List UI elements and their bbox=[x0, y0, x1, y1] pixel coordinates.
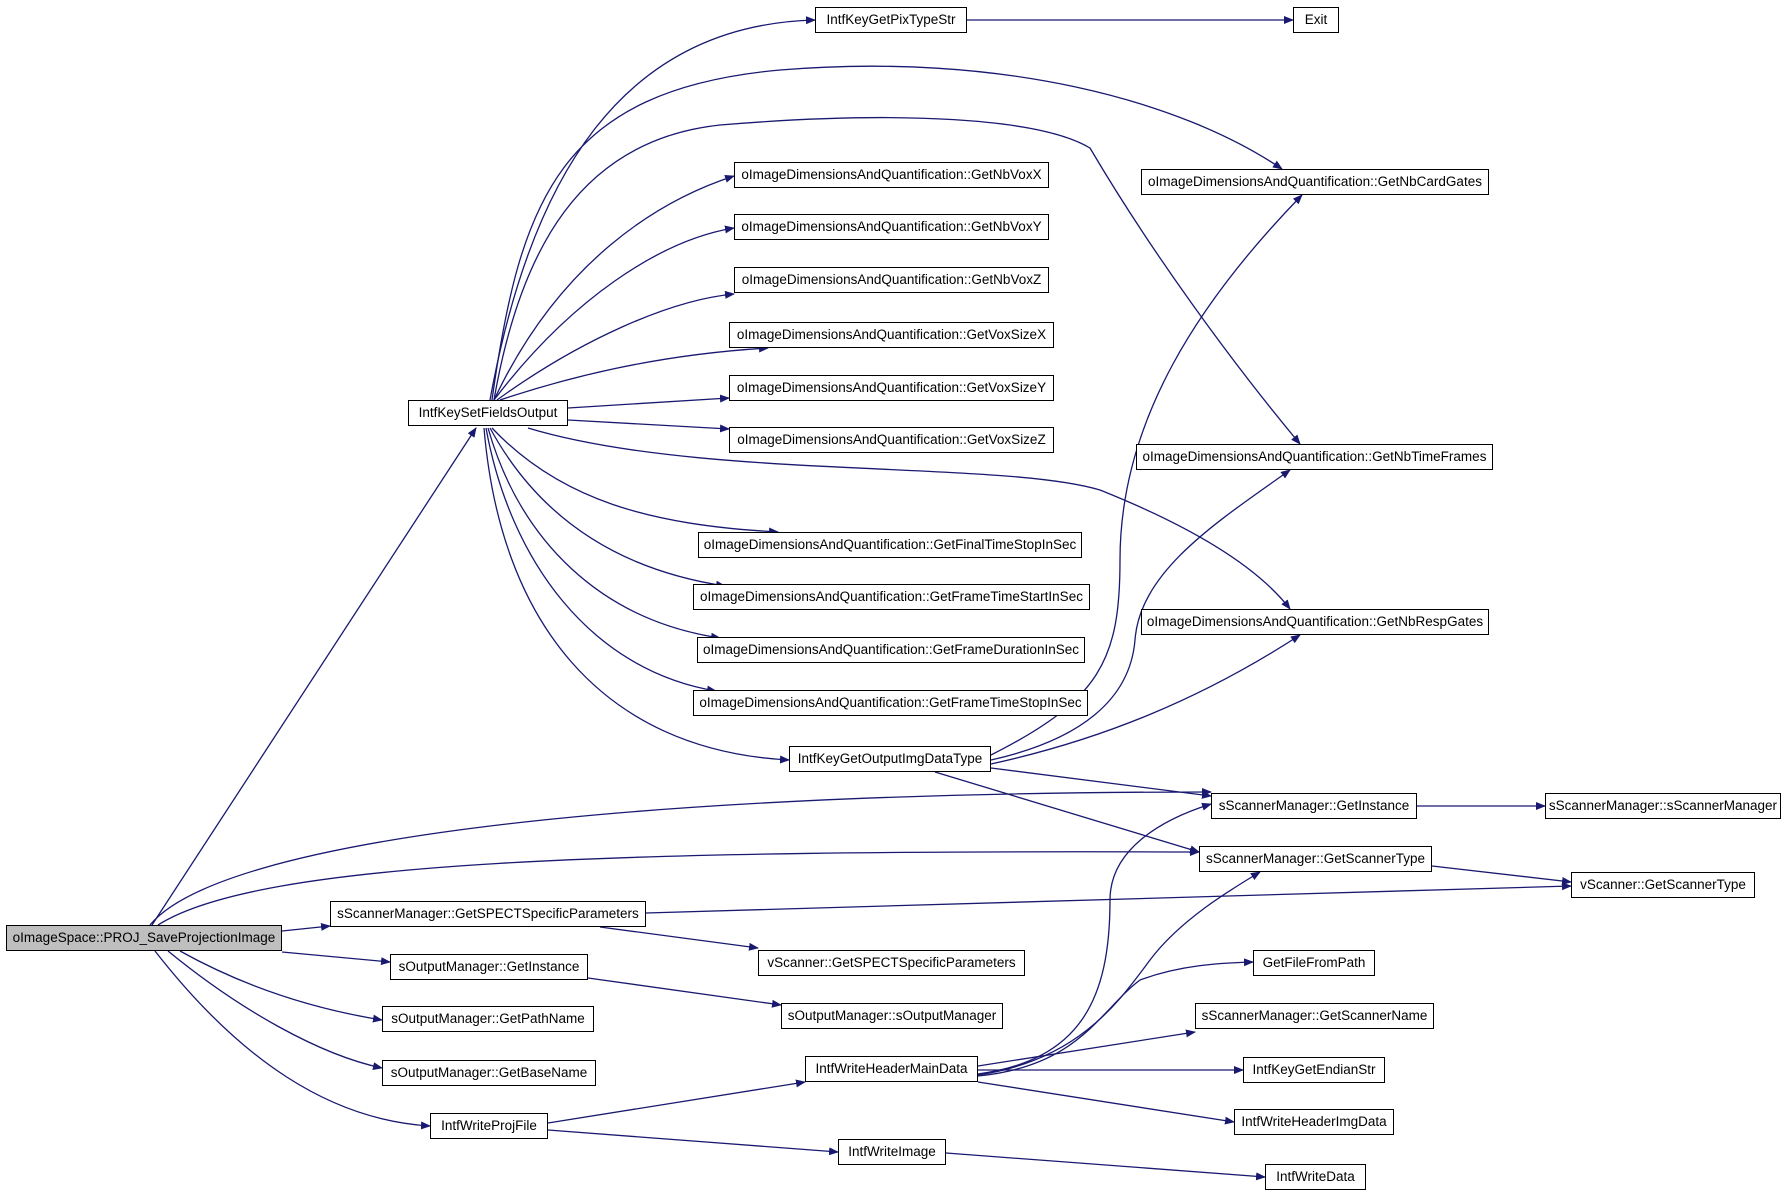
edge-headermain-filefrompath bbox=[977, 958, 1254, 1077]
node-outinst[interactable]: sOutputManager::GetInstance bbox=[390, 954, 588, 980]
node-filefrompath[interactable]: GetFileFromPath bbox=[1253, 950, 1375, 976]
node-finaltime[interactable]: oImageDimensionsAndQuantification::GetFi… bbox=[698, 532, 1082, 558]
edge-fields-framestart bbox=[489, 427, 726, 589]
edge-fields-finaltime bbox=[491, 427, 779, 536]
node-vscntype[interactable]: vScanner::GetScannerType bbox=[1571, 872, 1755, 898]
edge-outimgtype-timeframes bbox=[990, 469, 1291, 761]
edge-projfile-writeimage bbox=[547, 1129, 839, 1156]
edge-fields-outimgtype bbox=[483, 427, 790, 764]
node-headermain[interactable]: IntfWriteHeaderMainData bbox=[805, 1056, 978, 1082]
edge-root-pathname bbox=[179, 950, 383, 1023]
edge-fields-voxsizey bbox=[567, 394, 730, 409]
node-endian[interactable]: IntfKeyGetEndianStr bbox=[1243, 1057, 1385, 1083]
edge-fields-cardgates bbox=[491, 65, 1283, 401]
edge-fields-timeframes bbox=[493, 117, 1301, 445]
node-pixtype[interactable]: IntfKeyGetPixTypeStr bbox=[815, 7, 967, 33]
edge-fields-nbvoxz bbox=[496, 290, 735, 401]
node-outctor[interactable]: sOutputManager::sOutputManager bbox=[781, 1003, 1003, 1029]
edge-outinst-outctor bbox=[587, 977, 782, 1008]
node-scnctor[interactable]: sScannerManager::sScannerManager bbox=[1545, 793, 1781, 819]
edge-spectparams-vscntype bbox=[645, 882, 1572, 914]
node-framestart[interactable]: oImageDimensionsAndQuantification::GetFr… bbox=[693, 584, 1090, 610]
node-spectparams[interactable]: sScannerManager::GetSPECTSpecificParamet… bbox=[330, 901, 646, 927]
edge-outimgtype-respgates bbox=[990, 634, 1301, 765]
node-exit[interactable]: Exit bbox=[1293, 7, 1339, 33]
node-framedur[interactable]: oImageDimensionsAndQuantification::GetFr… bbox=[697, 637, 1085, 663]
edge-root-basename bbox=[167, 950, 383, 1071]
edge-outimgtype-scninst bbox=[990, 767, 1212, 799]
node-basename[interactable]: sOutputManager::GetBaseName bbox=[382, 1060, 596, 1086]
edge-fields-framestop bbox=[485, 427, 717, 694]
edge-spectparams-vspectparams bbox=[599, 926, 759, 951]
edge-scntype-vscntype bbox=[1431, 865, 1572, 885]
node-voxsizez[interactable]: oImageDimensionsAndQuantification::GetVo… bbox=[729, 427, 1054, 453]
edge-root-scntype bbox=[157, 847, 1200, 926]
edge-root-scninst bbox=[149, 788, 1212, 926]
node-pathname[interactable]: sOutputManager::GetPathName bbox=[382, 1006, 594, 1032]
edge-fields-voxsizez bbox=[567, 419, 730, 433]
node-nbvoxx[interactable]: oImageDimensionsAndQuantification::GetNb… bbox=[734, 162, 1049, 188]
node-voxsizey[interactable]: oImageDimensionsAndQuantification::GetVo… bbox=[729, 375, 1054, 401]
edge-headermain-headerimg bbox=[977, 1081, 1235, 1125]
node-timeframes[interactable]: oImageDimensionsAndQuantification::GetNb… bbox=[1136, 444, 1493, 470]
node-writeimage[interactable]: IntfWriteImage bbox=[838, 1139, 946, 1165]
edge-root-fields bbox=[151, 427, 477, 926]
node-root[interactable]: oImageSpace::PROJ_SaveProjectionImage bbox=[6, 925, 282, 951]
node-writedata[interactable]: IntfWriteData bbox=[1265, 1164, 1366, 1190]
node-scntype[interactable]: sScannerManager::GetScannerType bbox=[1199, 846, 1432, 872]
edge-projfile-headermain bbox=[547, 1079, 806, 1124]
node-nbvoxy[interactable]: oImageDimensionsAndQuantification::GetNb… bbox=[734, 214, 1049, 240]
node-vspectparams[interactable]: vScanner::GetSPECTSpecificParameters bbox=[758, 950, 1025, 976]
edge-headermain-scninst bbox=[977, 802, 1212, 1075]
node-voxsizex[interactable]: oImageDimensionsAndQuantification::GetVo… bbox=[729, 322, 1054, 348]
edge-fields-framedur bbox=[487, 427, 721, 641]
node-projfile[interactable]: IntfWriteProjFile bbox=[430, 1113, 548, 1139]
edge-root-outinst bbox=[281, 951, 391, 966]
node-respgates[interactable]: oImageDimensionsAndQuantification::GetNb… bbox=[1141, 609, 1489, 635]
edge-fields-pixtype bbox=[489, 16, 816, 401]
node-outimgtype[interactable]: IntfKeyGetOutputImgDataType bbox=[789, 746, 991, 772]
edge-headermain-scntype bbox=[977, 871, 1261, 1076]
edge-fields-nbvoxy bbox=[493, 225, 735, 401]
edge-fields-respgates bbox=[527, 427, 1291, 610]
node-scninst[interactable]: sScannerManager::GetInstance bbox=[1211, 793, 1417, 819]
edge-writeimage-writedata bbox=[945, 1152, 1266, 1181]
edge-fields-nbvoxx bbox=[493, 174, 735, 401]
node-cardgates[interactable]: oImageDimensionsAndQuantification::GetNb… bbox=[1141, 169, 1489, 195]
node-headerimg[interactable]: IntfWriteHeaderImgData bbox=[1234, 1109, 1394, 1135]
node-fields[interactable]: IntfKeySetFieldsOutput bbox=[408, 400, 568, 426]
edge-root-spectparams bbox=[281, 922, 331, 932]
edge-fields-voxsizex bbox=[499, 344, 769, 401]
edge-outimgtype-scntype bbox=[934, 771, 1200, 854]
node-nbvoxz[interactable]: oImageDimensionsAndQuantification::GetNb… bbox=[734, 267, 1049, 293]
node-scnname[interactable]: sScannerManager::GetScannerName bbox=[1195, 1003, 1434, 1029]
edge-root-projfile bbox=[154, 950, 431, 1130]
node-framestop[interactable]: oImageDimensionsAndQuantification::GetFr… bbox=[693, 690, 1088, 716]
edge-headermain-scnname bbox=[977, 1029, 1196, 1067]
